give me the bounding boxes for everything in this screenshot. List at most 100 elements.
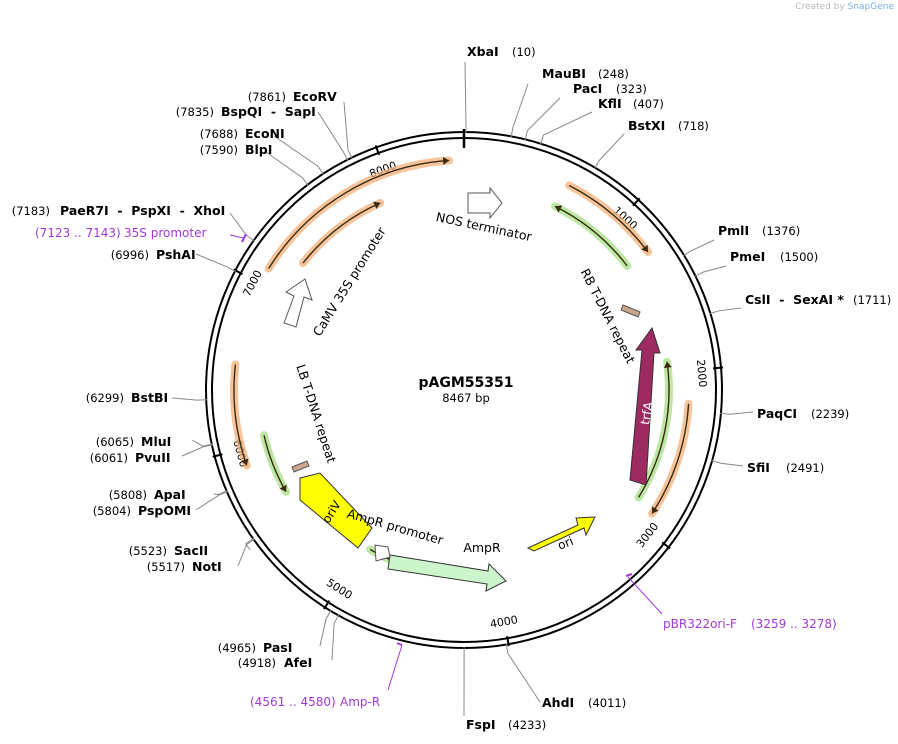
tick-8000 <box>374 145 381 156</box>
enzyme-xhoi-pos: (7183) <box>12 204 50 218</box>
enzyme-ahdi: AhdI <box>542 695 574 710</box>
feature-rb-tdna-label: RB T-DNA repeat <box>578 266 639 366</box>
enzyme-leader-16 <box>213 490 228 496</box>
primer-35s-name: 35S promoter <box>124 226 206 240</box>
tick-1000 <box>632 197 641 207</box>
ampr-promoter-box <box>374 544 391 562</box>
tick-label-2000: 2000 <box>694 359 709 388</box>
enzyme-bstxi: BstXI <box>628 118 665 133</box>
primer-35s-range: (7123 .. 7143) <box>35 226 121 240</box>
enzyme-sacii-pos: (5523) <box>129 544 167 558</box>
primer-ampr-range: (4561 .. 4580) <box>250 695 336 709</box>
primer-35s-leader <box>229 234 244 239</box>
enzyme-leader-2 <box>524 97 561 141</box>
enzyme-leader-23 <box>265 151 309 186</box>
tick-2000 <box>712 366 724 370</box>
enzyme-xbai-pos: (10) <box>512 45 536 59</box>
enzyme-bstxi-pos: (718) <box>678 119 709 133</box>
enzyme-leader-15 <box>237 538 255 567</box>
enzyme-mlui: MluI <box>141 434 171 449</box>
enzyme-econi-pos: (7688) <box>200 127 238 141</box>
enzyme-kfli: KflI <box>598 96 622 111</box>
enzyme-bstbi: BstBI <box>131 390 168 405</box>
enzyme-pshai: PshAI <box>156 247 196 262</box>
primer-35s-mark <box>241 233 247 243</box>
enzyme-leader-25 <box>317 111 349 161</box>
enzyme-maubi-pos: (248) <box>598 67 629 81</box>
enzyme-ecorv: EcoRV <box>293 89 337 104</box>
primer-pbr322-mark <box>625 573 633 577</box>
enzyme-fspi-pos: (4233) <box>508 718 546 732</box>
enzyme-leader-19 <box>181 444 214 457</box>
enzyme-leader-10 <box>505 643 541 703</box>
lb-tdna-box <box>291 460 310 473</box>
primer-pbr322-name: pBR322ori-F <box>663 617 737 631</box>
enzyme-leader-0 <box>464 61 467 134</box>
enzyme-pshai-pos: (6996) <box>111 248 149 262</box>
enzyme-leader-6 <box>694 265 727 277</box>
orf-arc-3 <box>565 181 653 257</box>
feature-shapes <box>283 186 661 592</box>
credit-prefix: Created by <box>795 2 845 12</box>
enzyme-leader-12 <box>319 609 332 647</box>
credit-brand: SnapGene <box>847 2 894 12</box>
enzyme-fspi: FspI <box>466 717 496 732</box>
enzyme-leader-5 <box>682 239 715 257</box>
orf-arc-1 <box>264 156 454 273</box>
orf-arc-4 <box>551 202 632 270</box>
enzyme-leader-1 <box>510 83 529 138</box>
enzyme-sacii: SacII <box>174 543 208 558</box>
enzyme-pmli: PmlI <box>718 223 749 238</box>
enzyme-paci-pos: (323) <box>616 82 647 96</box>
enzyme-paer7i-pspxi-xhoi: PaeR7I - PspXI - XhoI <box>60 203 225 218</box>
orf-arc-5 <box>648 399 693 518</box>
enzyme-pvuii-pos: (6061) <box>90 451 128 465</box>
plasmid-length: 8467 bp <box>442 391 490 405</box>
enzyme-paqci-pos: (2239) <box>811 407 849 421</box>
enzyme-blpi-pos: (7590) <box>200 143 238 157</box>
enzyme-kfli-pos: (407) <box>633 97 664 111</box>
enzyme-xbai: XbaI <box>467 44 499 59</box>
enzyme-pspomi-pos: (5804) <box>93 504 131 518</box>
nos-terminator-arrow <box>467 186 503 220</box>
enzyme-csli-pos: (1711) <box>853 293 891 307</box>
orf-arc-8 <box>260 431 291 496</box>
enzyme-leader-13 <box>331 614 340 661</box>
enzyme-leader-21 <box>195 253 237 272</box>
tick-7000 <box>233 268 243 275</box>
enzyme-maubi: MauBI <box>542 66 586 81</box>
enzyme-afei: AfeI <box>284 655 312 670</box>
primer-ampr-leader <box>387 644 403 691</box>
enzyme-csli-sexai: CslI - SexAI * <box>745 292 844 307</box>
enzyme-pspomi: PspOMI <box>138 503 191 518</box>
enzyme-paqci: PaqCI <box>757 406 797 421</box>
tick-3000 <box>661 541 671 550</box>
feature-trfa-label: trfA <box>637 400 656 426</box>
enzyme-sfii: SfiI <box>747 460 770 475</box>
enzyme-sapi-pos: (7835) <box>176 105 214 119</box>
feature-lb-tdna-label: LB T-DNA repeat <box>293 362 339 464</box>
trfa-arrow <box>629 326 661 486</box>
enzyme-pasi: PasI <box>263 640 292 655</box>
tick-label-3000: 3000 <box>634 520 661 550</box>
tick-6000 <box>212 453 223 458</box>
enzyme-leader-lines <box>171 61 754 717</box>
enzyme-econi: EcoNI <box>245 126 285 141</box>
primer-ampr-name: Amp-R <box>340 695 380 709</box>
snapgene-credit: Created by SnapGene <box>795 2 894 12</box>
enzyme-sfii-pos: (2491) <box>786 461 824 475</box>
enzyme-leader-7 <box>709 307 742 315</box>
primer-pbr322-range: (3259 .. 3278) <box>751 617 837 631</box>
feature-ampr-label: AmpR <box>463 540 501 555</box>
enzyme-pmli-pos: (1376) <box>762 224 800 238</box>
tick-label-5000: 5000 <box>324 576 355 602</box>
enzyme-leader-4 <box>594 133 625 169</box>
rb-tdna-box <box>620 304 641 318</box>
tick-label-4000: 4000 <box>489 613 519 631</box>
enzyme-bspqi-sapi: BspQI - SapI <box>221 104 316 119</box>
enzyme-bstbi-pos: (6299) <box>86 391 124 405</box>
tick-5000 <box>323 600 331 610</box>
enzyme-ecorv-pos: (7861) <box>248 90 286 104</box>
enzyme-leader-22 <box>229 212 255 242</box>
